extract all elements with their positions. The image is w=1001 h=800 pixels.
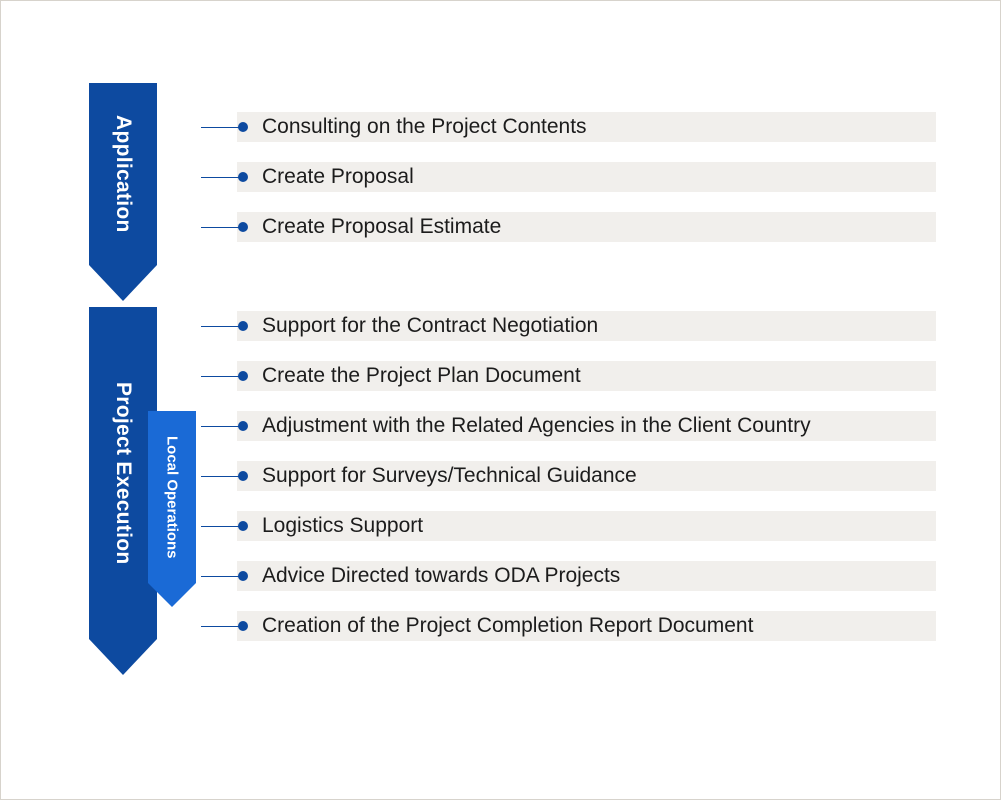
bullet-dot xyxy=(238,421,248,431)
connector-line xyxy=(201,626,243,627)
step-box xyxy=(237,162,936,192)
step-box xyxy=(237,461,936,491)
connector-line xyxy=(201,576,243,577)
step-label: Creation of the Project Completion Repor… xyxy=(262,614,754,637)
bullet-dot xyxy=(238,521,248,531)
connector-line xyxy=(201,326,243,327)
connector-line xyxy=(201,526,243,527)
step-box xyxy=(237,511,936,541)
step-label: Create Proposal xyxy=(262,165,414,188)
stage-application-arrow: Application xyxy=(89,83,157,301)
step-label: Create Proposal Estimate xyxy=(262,215,502,238)
arrow-shape xyxy=(148,411,196,607)
bullet-dot xyxy=(238,371,248,381)
arrow-shape xyxy=(89,307,157,675)
connector-line xyxy=(201,127,243,128)
bullet-dot xyxy=(238,471,248,481)
step-label: Logistics Support xyxy=(262,514,424,537)
step-box xyxy=(237,411,936,441)
step-box xyxy=(237,561,936,591)
step-label: Consulting on the Project Contents xyxy=(262,115,587,138)
step-label: Advice Directed towards ODA Projects xyxy=(262,564,621,587)
bullet-dot xyxy=(238,571,248,581)
substage-local-operations-arrow: Local Operations xyxy=(148,411,196,607)
step-label: Support for the Contract Negotiation xyxy=(262,314,599,337)
step-label: Create the Project Plan Document xyxy=(262,364,581,387)
stage-project-execution-arrow: Project Execution xyxy=(89,307,157,675)
stage-project-execution-label: Project Execution xyxy=(112,381,135,565)
step-box xyxy=(237,311,936,341)
connector-line xyxy=(201,177,243,178)
stage-application-label: Application xyxy=(112,115,135,233)
step-box xyxy=(237,361,936,391)
step-label: Adjustment with the Related Agencies in … xyxy=(262,414,811,437)
connector-line xyxy=(201,376,243,377)
step-label: Support for Surveys/Technical Guidance xyxy=(262,464,637,487)
bullet-dot xyxy=(238,321,248,331)
bullet-dot xyxy=(238,122,248,132)
connector-line xyxy=(201,476,243,477)
bullet-dot xyxy=(238,172,248,182)
substage-local-operations-label: Local Operations xyxy=(163,435,181,559)
step-box xyxy=(237,611,936,641)
connector-line xyxy=(201,227,243,228)
bullet-dot xyxy=(238,222,248,232)
connector-line xyxy=(201,426,243,427)
step-box xyxy=(237,212,936,242)
arrow-shape xyxy=(89,83,157,301)
bullet-dot xyxy=(238,621,248,631)
step-box xyxy=(237,112,936,142)
